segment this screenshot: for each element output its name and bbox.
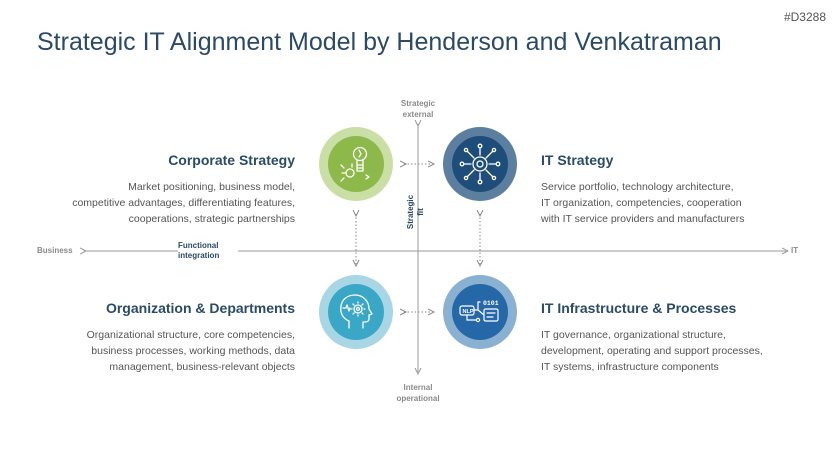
corporate-line-1: Market positioning, business model, xyxy=(128,181,295,193)
page-title: Strategic IT Alignment Model by Henderso… xyxy=(37,28,722,56)
infrastructure-text: IT governance, organizational structure,… xyxy=(541,327,826,375)
organization-line-2: business processes, working methods, dat… xyxy=(91,345,295,357)
it-strategy-circle xyxy=(443,127,517,201)
nlp-label: NLP xyxy=(463,309,474,315)
infrastructure-circle: 0101 NLP xyxy=(443,275,517,349)
axis-label-internal-operational: Internal operational xyxy=(396,383,440,403)
infrastructure-line-2: development, operating and support proce… xyxy=(541,345,763,357)
it-strategy-heading: IT Strategy xyxy=(541,152,614,168)
axis-label-strategic-external: Strategic external xyxy=(400,99,436,119)
organization-line-1: Organizational structure, core competenc… xyxy=(86,329,295,341)
it-strategy-line-1: Service portfolio, technology architectu… xyxy=(541,181,734,193)
it-strategy-line-3: with IT service providers and manufactur… xyxy=(541,213,745,225)
infrastructure-line-1: IT governance, organizational structure, xyxy=(541,329,726,341)
axis-label-it: IT xyxy=(791,246,799,255)
organization-heading: Organization & Departments xyxy=(105,300,295,316)
strategic-fit-label: Strategic fit xyxy=(406,194,425,230)
it-strategy-line-2: IT organization, competencies, cooperati… xyxy=(541,197,742,209)
corporate-line-3: cooperations, strategic partnerships xyxy=(128,213,295,225)
corporate-line-2: competitive advantages, differentiating … xyxy=(72,197,295,209)
organization-text: Organizational structure, core competenc… xyxy=(20,327,295,375)
corporate-strategy-text: Market positioning, business model, comp… xyxy=(20,179,295,227)
organization-line-3: management, business-relevant objects xyxy=(109,361,295,373)
corporate-strategy-heading: Corporate Strategy xyxy=(168,152,295,168)
it-strategy-text: Service portfolio, technology architectu… xyxy=(541,179,826,227)
head-gear-icon xyxy=(340,294,373,329)
binary-nlp-icon xyxy=(459,301,499,323)
functional-integration-label: Functional integration xyxy=(178,241,238,261)
slide-code: #D3288 xyxy=(783,10,826,24)
gear-network-icon xyxy=(459,143,501,185)
axis-label-business: Business xyxy=(37,246,73,255)
infrastructure-heading: IT Infrastructure & Processes xyxy=(541,300,737,316)
corporate-strategy-circle xyxy=(319,127,393,201)
lightbulb-gear-icon xyxy=(340,146,370,182)
infrastructure-line-3: IT systems, infrastructure components xyxy=(541,361,719,373)
binary-label: 0101 xyxy=(483,300,499,307)
organization-circle xyxy=(319,275,393,349)
